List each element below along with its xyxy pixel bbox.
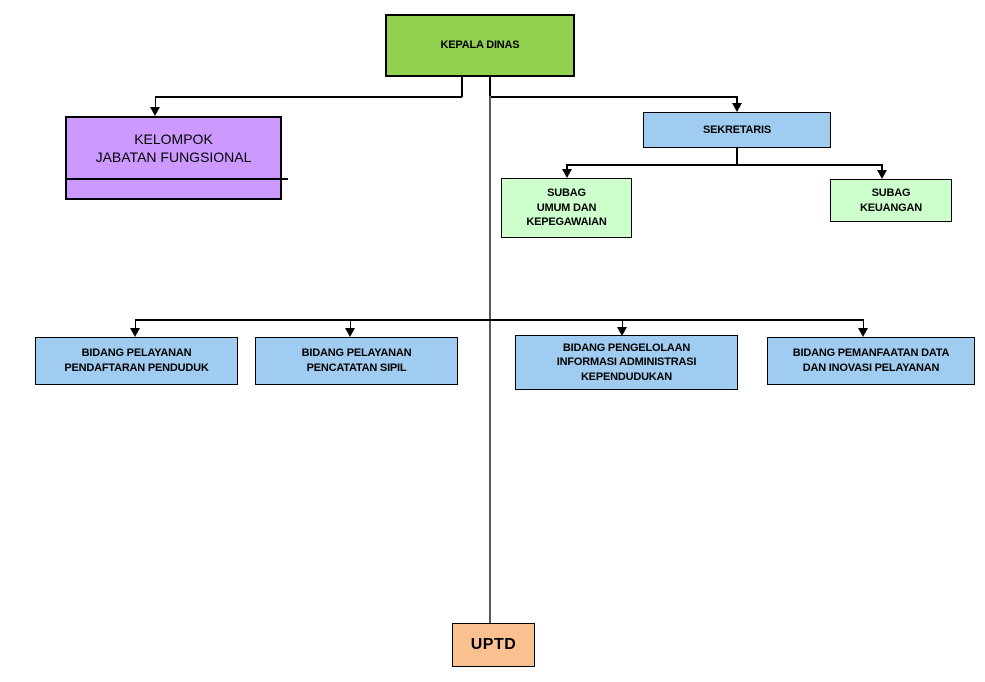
- node-label: SEKRETARIS: [702, 123, 772, 136]
- connector-kepala-left-stub: [461, 77, 463, 97]
- connector-subag-umum-drop: [566, 164, 568, 170]
- connector-bidang4-drop: [862, 319, 864, 329]
- arrow-down-icon: [877, 170, 887, 179]
- arrow-down-icon: [345, 328, 355, 337]
- arrow-down-icon: [150, 107, 160, 116]
- node-label: KELOMPOK JABATAN FUNGSIONAL: [95, 131, 252, 166]
- connector-bidang1-drop: [134, 319, 136, 329]
- connector-kepala-right-stub: [489, 77, 491, 97]
- kelompok-box-divider: [65, 178, 288, 180]
- arrow-down-icon: [130, 328, 140, 337]
- node-sekretaris: SEKRETARIS: [643, 112, 831, 148]
- node-label: SUBAG KEUANGAN: [860, 186, 922, 214]
- node-label: SUBAG UMUM DAN KEPEGAWAIAN: [526, 187, 607, 229]
- node-subag-umum-dan-kepegawaian: SUBAG UMUM DAN KEPEGAWAIAN: [501, 178, 632, 238]
- node-label: BIDANG PEMANFAATAN DATA DAN INOVASI PELA…: [792, 347, 950, 374]
- arrow-down-icon: [858, 328, 868, 337]
- node-label: BIDANG PELAYANAN PENDAFTARAN PENDUDUK: [64, 347, 209, 374]
- connector-subag-keuangan-drop: [881, 164, 883, 171]
- connector-bidang3-drop: [621, 319, 623, 327]
- node-kelompok-jabatan-fungsional: KELOMPOK JABATAN FUNGSIONAL: [65, 116, 282, 200]
- node-label: KEPALA DINAS: [440, 39, 520, 52]
- arrow-down-icon: [562, 169, 572, 178]
- arrow-down-icon: [617, 327, 627, 336]
- connector-kelompok-drop: [154, 96, 156, 107]
- node-label: BIDANG PENGELOLAAN INFORMASI ADMINISTRAS…: [556, 341, 697, 383]
- node-subag-keuangan: SUBAG KEUANGAN: [830, 179, 952, 222]
- node-label: UPTD: [470, 636, 517, 654]
- connector-sekretaris-drop: [736, 96, 738, 104]
- connector-bidang2-drop: [349, 319, 351, 329]
- node-uptd: UPTD: [452, 623, 535, 667]
- connector-horizontal-to-sekretaris: [489, 96, 738, 98]
- node-bidang-pemanfaatan-data-dan-inovasi-pelayanan: BIDANG PEMANFAATAN DATA DAN INOVASI PELA…: [767, 337, 975, 385]
- arrow-down-icon: [732, 103, 742, 112]
- node-kepala-dinas: KEPALA DINAS: [385, 14, 575, 77]
- connector-trunk-vertical: [489, 96, 491, 623]
- node-bidang-pelayanan-pendaftaran-penduduk: BIDANG PELAYANAN PENDAFTARAN PENDUDUK: [35, 337, 238, 385]
- connector-horizontal-to-kelompok: [155, 96, 462, 98]
- connector-subag-horizontal: [567, 164, 882, 166]
- node-bidang-pelayanan-pencatatan-sipil: BIDANG PELAYANAN PENCATATAN SIPIL: [255, 337, 458, 385]
- node-bidang-pengelolaan-informasi-administrasi-kependudukan: BIDANG PENGELOLAAN INFORMASI ADMINISTRAS…: [515, 335, 738, 390]
- connector-sekretaris-stub: [736, 148, 738, 165]
- connector-bidang-horizontal: [135, 319, 863, 321]
- node-label: BIDANG PELAYANAN PENCATATAN SIPIL: [301, 347, 412, 374]
